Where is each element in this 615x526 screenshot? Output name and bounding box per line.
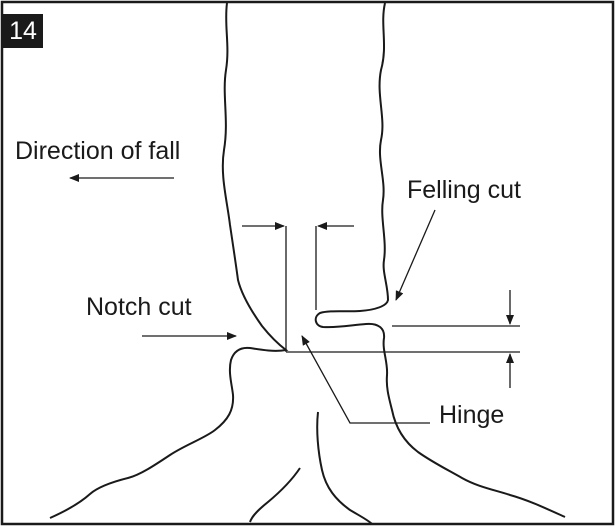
root-center-right [316, 411, 373, 525]
root-center-left [249, 467, 301, 523]
hinge-label: Hinge [439, 401, 505, 429]
felling-cut-label: Felling cut [407, 176, 521, 204]
felling-cut-pointer [395, 209, 436, 301]
notch-cut-label: Notch cut [86, 293, 192, 321]
figure-number-badge: 14 [3, 14, 43, 48]
direction-of-fall-label: Direction of fall [15, 137, 181, 165]
trunk-left-outline [49, 2, 289, 519]
trunk-right-outline [314, 2, 566, 518]
hinge-pointer [301, 335, 430, 424]
